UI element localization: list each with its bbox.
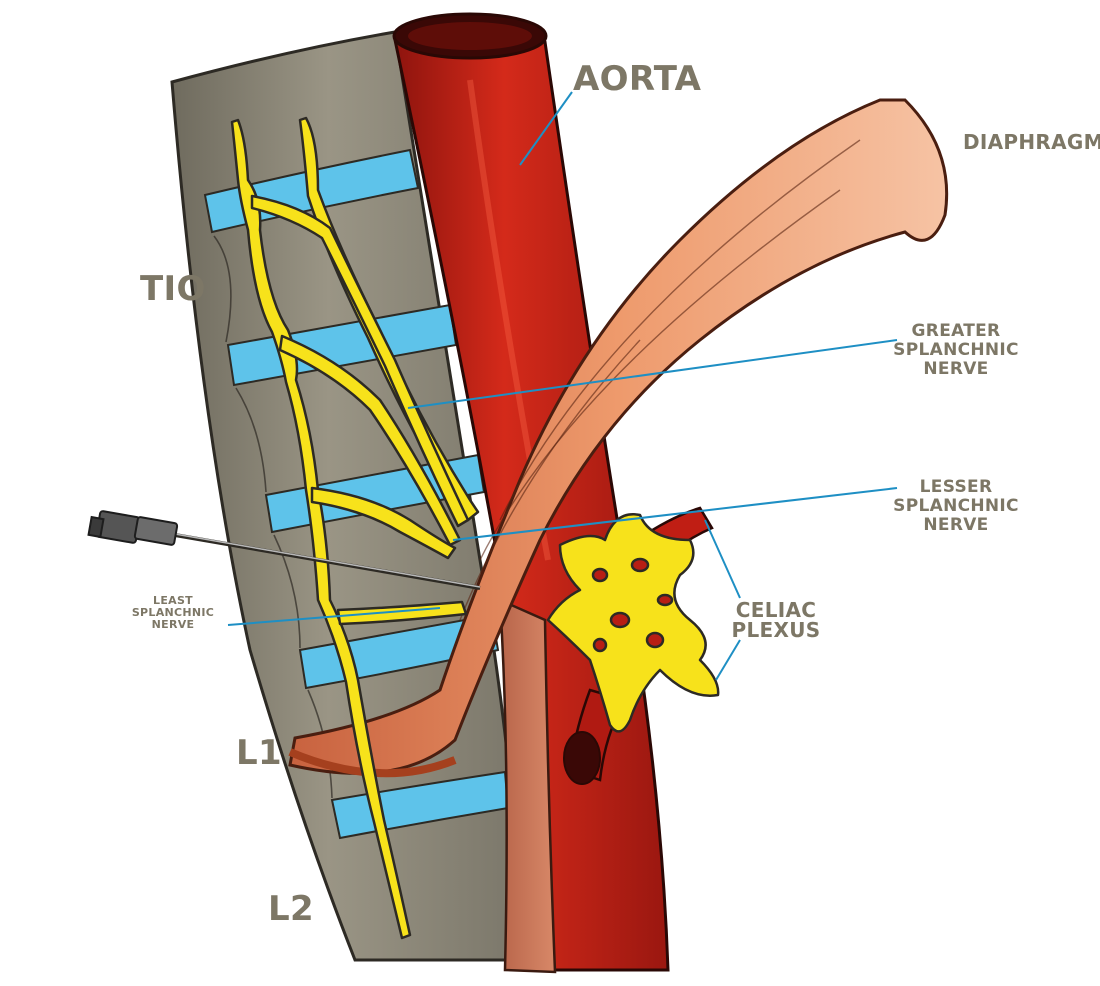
l1-vertebra-label: L1: [236, 733, 282, 773]
l2-vertebra-label: L2: [268, 889, 314, 929]
needle-icon: [87, 510, 481, 590]
diaphragm-label: DIAPHRAGM: [963, 130, 1100, 154]
aorta-leader: [519, 91, 573, 166]
celiac-plexus-label: CELIAC PLEXUS: [731, 598, 821, 642]
celiac-plexus-leader-lower: [715, 639, 741, 681]
diaphragm-crus: [498, 598, 557, 974]
leader-lines: [227, 91, 898, 681]
greater-splanchnic-label: GREATER SPLANCHNIC NERVE: [893, 321, 1019, 379]
least-splanchnic-label: LEAST SPLANCHNIC NERVE: [131, 594, 215, 631]
lesser-splanchnic-leader: [452, 487, 898, 541]
splanchnic-nerves: [230, 116, 480, 940]
lesser-splanchnic-label: LESSER SPLANCHNIC NERVE: [893, 477, 1019, 535]
diaphragm-muscle: [288, 98, 949, 778]
least-splanchnic-leader: [227, 607, 441, 626]
celiac-plexus-leader-upper: [704, 519, 741, 599]
aorta-label: AORTA: [573, 59, 702, 99]
celiac-plexus-ganglion: [546, 513, 720, 733]
greater-splanchnic-leader: [407, 339, 898, 409]
t10-vertebra-label: TIO: [140, 269, 206, 309]
